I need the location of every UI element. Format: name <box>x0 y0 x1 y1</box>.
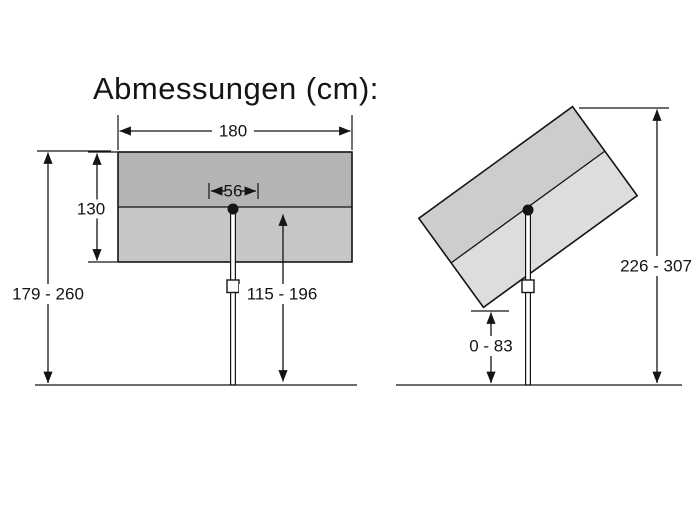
pole-front <box>230 208 237 386</box>
diagram-title: Abmessungen (cm): <box>93 71 379 106</box>
dim-total-height-front: 179 - 260 <box>7 150 111 384</box>
pole-height-label: 115 - 196 <box>247 285 318 304</box>
dim-ground-clearance: 0 - 83 <box>462 310 520 384</box>
total-height-front-label: 179 - 260 <box>12 285 84 304</box>
dim-canopy-width: 180 <box>117 115 353 150</box>
canopy-tilted-top-half <box>418 106 605 263</box>
attachment-dot-tilted <box>522 204 534 216</box>
label-mask <box>212 121 254 141</box>
mast-offset-label: 56 <box>224 182 243 201</box>
dim-total-height-tilted: 226 - 307 <box>579 107 700 384</box>
dim-canopy-height: 130 <box>72 151 117 263</box>
front-view: 180 130 56 <box>7 115 357 386</box>
pole-slider-front <box>226 279 240 294</box>
label-mask <box>72 199 110 219</box>
canopy-front-top-half <box>118 152 352 207</box>
ground-clearance-label: 0 - 83 <box>469 337 512 356</box>
pole-tilted <box>524 209 531 386</box>
label-mask <box>462 336 520 356</box>
label-mask <box>611 256 700 276</box>
canopy-tilted-outline <box>417 105 639 309</box>
attachment-dot-front <box>227 203 239 215</box>
dim-mast-offset: 56 <box>208 182 259 201</box>
label-mask <box>239 284 325 304</box>
label-mask <box>7 284 90 304</box>
tilted-view: 226 - 307 0 - 83 <box>396 105 700 386</box>
pole-slider-tilted <box>521 279 535 294</box>
canopy-width-label: 180 <box>219 122 247 141</box>
dim-pole-height: 115 - 196 <box>239 214 325 382</box>
total-height-tilted-label: 226 - 307 <box>620 257 692 276</box>
canopy-tilted-bottom-half <box>451 151 638 308</box>
canopy-height-label: 130 <box>77 200 105 219</box>
